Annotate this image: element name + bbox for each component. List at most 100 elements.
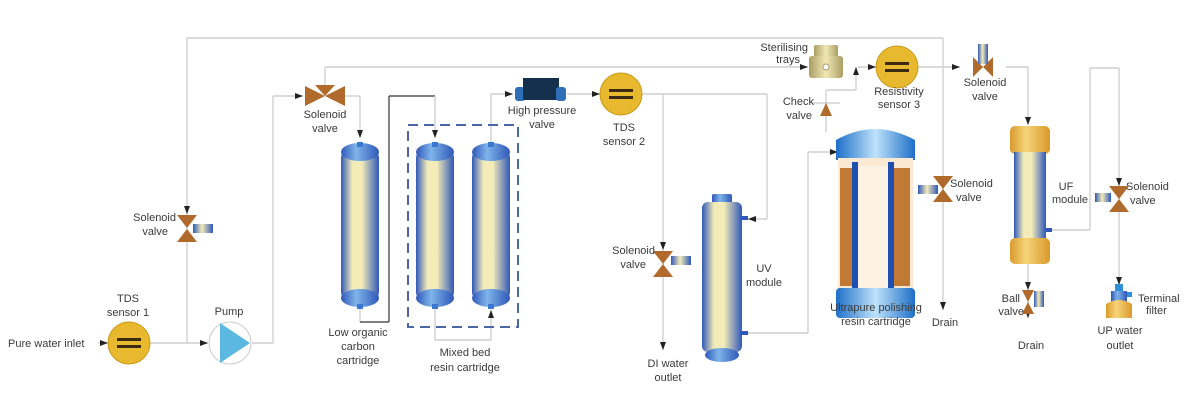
sensor-icon — [599, 72, 643, 116]
solenoid-valve-icon — [653, 251, 673, 264]
svg-text:Mixed bed: Mixed bed — [440, 347, 491, 359]
ball-valve: Ball valve — [998, 290, 1044, 318]
svg-text:UF: UF — [1059, 181, 1074, 193]
ball-valve-icon — [1022, 290, 1034, 302]
svg-text:carbon: carbon — [341, 341, 375, 353]
arrow-icon — [184, 206, 190, 214]
svg-text:sensor 2: sensor 2 — [603, 136, 645, 148]
svg-text:outlet: outlet — [1107, 340, 1134, 352]
arrow-icon — [100, 340, 108, 346]
arrow-icon — [660, 242, 666, 250]
di-outlet-label: DI water — [648, 358, 689, 370]
solenoid-valve-drain: Solenoid valve — [918, 176, 993, 204]
tds1-label-2: sensor 1 — [107, 307, 149, 319]
arrow-icon — [1025, 117, 1031, 125]
arrow-icon — [748, 216, 756, 222]
pump: Pump — [208, 306, 252, 365]
arrow-icon — [660, 342, 666, 350]
solenoid-valve-di: Solenoid valve — [612, 245, 691, 277]
check-valve-icon — [820, 103, 832, 116]
svg-text:Solenoid: Solenoid — [1126, 181, 1169, 193]
arrow-icon — [200, 340, 208, 346]
svg-text:outlet: outlet — [655, 372, 682, 384]
arrow-icon — [853, 67, 859, 75]
arrow-icon — [800, 64, 808, 70]
pump-label: Pump — [215, 306, 244, 318]
svg-text:filter: filter — [1146, 305, 1167, 317]
solenoid-valve-icon — [973, 57, 983, 77]
svg-text:Solenoid: Solenoid — [304, 109, 347, 121]
svg-text:Solenoid: Solenoid — [950, 178, 993, 190]
svg-text:resin cartridge: resin cartridge — [430, 362, 500, 374]
arrow-icon — [940, 302, 946, 310]
check-valve: Check valve — [783, 96, 840, 122]
svg-text:valve: valve — [998, 306, 1024, 318]
solenoid-valve-icon — [933, 176, 953, 189]
arrow-icon — [357, 130, 363, 138]
svg-text:module: module — [1052, 194, 1088, 206]
svg-text:Solenoid: Solenoid — [133, 212, 176, 224]
up-outlet-label: UP water — [1097, 325, 1142, 337]
sterilising-trays: Sterilising trays — [760, 42, 843, 78]
arrow-icon — [592, 91, 600, 97]
high-pressure-valve: High pressure valve — [508, 78, 576, 131]
svg-text:valve: valve — [312, 123, 338, 135]
svg-text:TDS: TDS — [613, 122, 635, 134]
svg-text:valve: valve — [142, 226, 168, 238]
drain-label: Drain — [1018, 340, 1044, 352]
arrow-icon — [868, 64, 876, 70]
svg-text:Low organic: Low organic — [328, 327, 388, 339]
resistivity-sensor-3: Resistivity sensor 3 — [874, 45, 924, 111]
tds-sensor-2: TDS sensor 2 — [599, 72, 645, 148]
arrow-icon — [432, 130, 438, 138]
svg-text:valve: valve — [529, 119, 555, 131]
svg-text:module: module — [746, 277, 782, 289]
arrow-icon — [830, 149, 838, 155]
tds-sensor-1: TDS sensor 1 — [107, 293, 151, 365]
arrow-icon — [505, 91, 513, 97]
high-pressure-valve-icon — [523, 78, 559, 100]
arrow-icon — [1116, 277, 1122, 285]
svg-text:Ultrapure polishing: Ultrapure polishing — [830, 302, 922, 314]
arrow-icon — [1025, 282, 1031, 290]
mixed-bed-cartridge: Mixed bed resin cartridge — [407, 124, 519, 374]
svg-text:Solenoid: Solenoid — [964, 77, 1007, 89]
svg-text:UV: UV — [756, 263, 772, 275]
svg-text:Solenoid: Solenoid — [612, 245, 655, 257]
svg-text:sensor 3: sensor 3 — [878, 99, 920, 111]
svg-text:Ball: Ball — [1002, 293, 1020, 305]
svg-text:valve: valve — [1130, 195, 1156, 207]
solenoid-valve-left: Solenoid valve — [133, 212, 213, 242]
drain-label: Drain — [932, 317, 958, 329]
svg-text:cartridge: cartridge — [337, 355, 380, 367]
arrow-icon — [488, 310, 494, 318]
svg-text:Check: Check — [783, 96, 815, 108]
uv-module: UV module — [702, 194, 782, 362]
arrow-icon — [1116, 178, 1122, 186]
uf-module: UF module — [1010, 126, 1088, 264]
terminal-filter-icon — [1106, 300, 1132, 318]
svg-text:resin cartridge: resin cartridge — [841, 316, 911, 328]
svg-text:valve: valve — [620, 259, 646, 271]
svg-text:Sterilising: Sterilising — [760, 42, 808, 54]
svg-text:valve: valve — [972, 91, 998, 103]
sensor-icon — [875, 45, 919, 89]
polishing-cartridge: Ultrapure polishing resin cartridge — [830, 129, 922, 328]
inlet-label: Pure water inlet — [8, 338, 84, 350]
sensor-icon — [107, 321, 151, 365]
solenoid-valve-icon — [1109, 186, 1129, 199]
solenoid-valve-icon — [177, 215, 197, 228]
three-way-valve-icon — [305, 86, 325, 106]
svg-text:High pressure: High pressure — [508, 105, 576, 117]
svg-text:trays: trays — [776, 54, 800, 66]
svg-text:valve: valve — [956, 192, 982, 204]
tds1-label: TDS — [117, 293, 139, 305]
arrow-icon — [295, 93, 303, 99]
arrow-icon — [952, 64, 960, 70]
solenoid-valve-up: Solenoid valve — [1095, 181, 1169, 212]
svg-text:Terminal: Terminal — [1138, 293, 1180, 305]
terminal-filter: Terminal filter — [1106, 284, 1180, 318]
svg-text:Resistivity: Resistivity — [874, 86, 924, 98]
carbon-cartridge: Low organic carbon cartridge — [328, 142, 388, 367]
